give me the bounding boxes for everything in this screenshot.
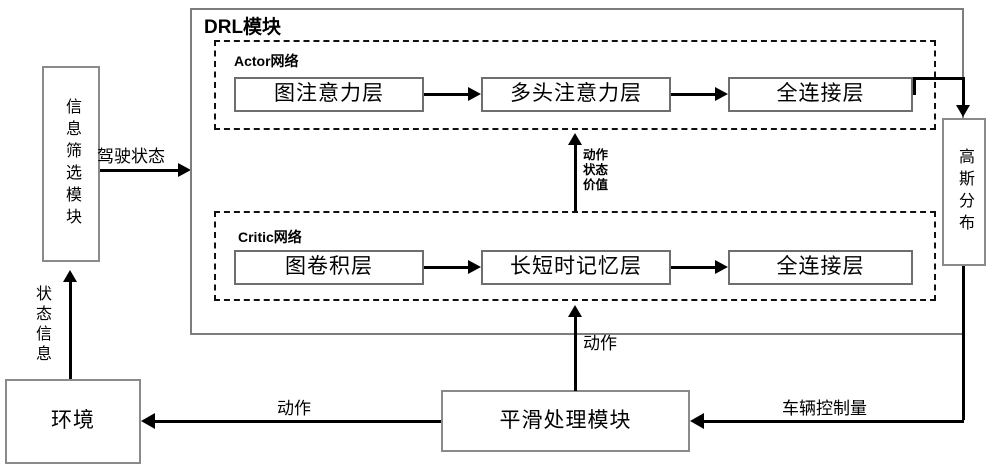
module-drl-title: DRL模块 (204, 17, 282, 38)
actor-arrow-2-head (715, 87, 728, 101)
module-smoothing-label: 平滑处理模块 (499, 408, 632, 432)
module-environment: 环境 (5, 379, 141, 464)
actor-layer-multihead-attention-label: 多头注意力层 (510, 82, 642, 106)
critic-arrow-2-head (715, 260, 728, 274)
edge-label-driving-state: 驾驶状态 (97, 147, 165, 166)
critic-layer-lstm: 长短时记忆层 (481, 250, 671, 285)
actor-arrow-2-line (671, 93, 715, 96)
actor-layer-graph-attention: 图注意力层 (234, 77, 424, 112)
actor-arrow-1-line (424, 93, 468, 96)
edge-action-state-value-arrowhead (568, 133, 582, 145)
critic-layer-graph-conv: 图卷积层 (234, 250, 424, 285)
module-gaussian-distribution-label: 高斯分布 (956, 148, 973, 236)
region-actor-network (214, 40, 936, 130)
edge-label-state-info: 状态信息 (33, 285, 50, 365)
edge-vehicle-control-h (704, 420, 964, 423)
critic-layer-fully-connected: 全连接层 (728, 250, 913, 285)
edge-action-to-env-line (155, 420, 441, 423)
edge-fc-to-gaussian-arrowhead (956, 105, 970, 117)
critic-arrow-2-line (671, 266, 715, 269)
module-gaussian-distribution: 高斯分布 (942, 118, 986, 266)
region-critic-network-title: Critic网络 (238, 229, 302, 245)
actor-layer-fully-connected-label: 全连接层 (776, 82, 865, 106)
region-critic-network (214, 211, 936, 301)
edge-driving-state-arrowhead (178, 163, 191, 177)
edge-label-action-to-env: 动作 (277, 399, 311, 418)
region-actor-network-title: Actor网络 (234, 53, 299, 69)
critic-arrow-1-line (424, 266, 468, 269)
module-smoothing: 平滑处理模块 (441, 390, 690, 452)
module-info-filter-label: 信息筛选模块 (63, 98, 80, 230)
module-environment-label: 环境 (51, 409, 95, 433)
actor-layer-multihead-attention: 多头注意力层 (481, 77, 671, 112)
critic-layer-graph-conv-label: 图卷积层 (285, 255, 373, 279)
edge-action-to-env-arrowhead (141, 413, 155, 429)
edge-label-action-state-value: 动作 状态 价值 (583, 148, 609, 192)
edge-state-info-line (69, 282, 72, 386)
edge-driving-state-line (100, 169, 178, 172)
edge-action-to-drl-arrowhead (568, 305, 582, 317)
edge-vehicle-control-v (962, 266, 965, 420)
edge-fc-to-gaussian-v-right (962, 77, 965, 106)
edge-label-action-to-drl: 动作 (583, 334, 617, 353)
edge-state-info-arrowhead (63, 270, 77, 282)
actor-layer-graph-attention-label: 图注意力层 (274, 82, 384, 106)
edge-fc-to-gaussian-v-left (913, 77, 916, 95)
edge-vehicle-control-arrowhead (690, 413, 704, 429)
edge-action-state-value-line (574, 145, 577, 211)
module-info-filter: 信息筛选模块 (42, 66, 100, 262)
edge-label-vehicle-control: 车辆控制量 (782, 399, 867, 418)
actor-arrow-1-head (468, 87, 481, 101)
edge-action-to-drl-line (574, 317, 577, 391)
edge-fc-to-gaussian-h (913, 77, 964, 80)
actor-layer-fully-connected: 全连接层 (728, 77, 913, 112)
critic-layer-lstm-label: 长短时记忆层 (510, 255, 642, 279)
critic-layer-fully-connected-label: 全连接层 (776, 255, 865, 279)
critic-arrow-1-head (468, 260, 481, 274)
